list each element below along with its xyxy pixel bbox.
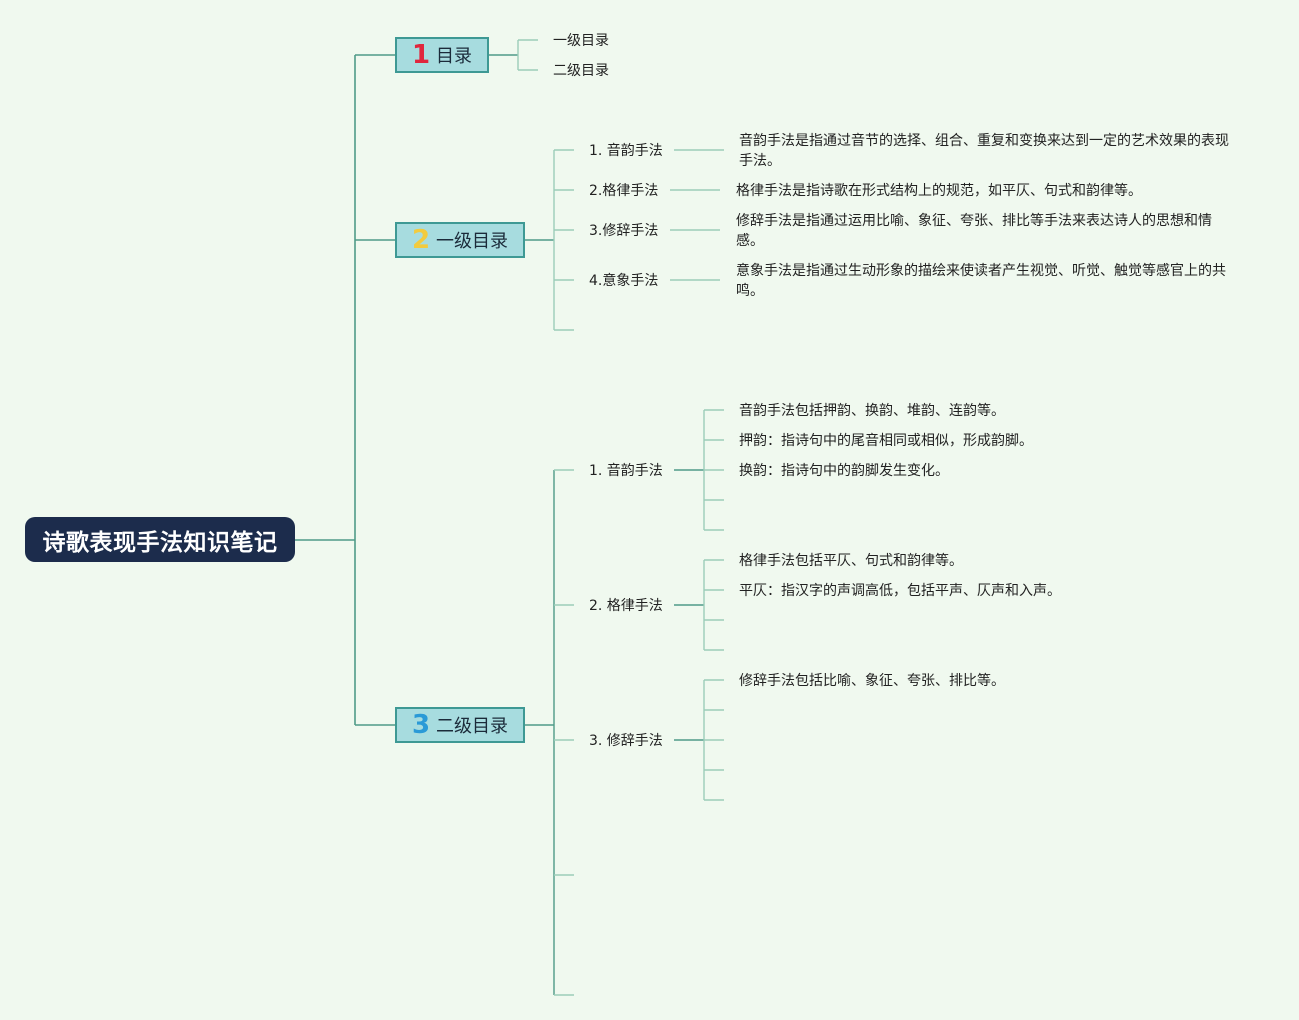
branch-3-topic-2[interactable]: 2. 格律手法 <box>589 598 663 614</box>
branch-3-connector <box>524 409 724 996</box>
branch-2-topic-3[interactable]: 3.修辞手法 <box>589 223 659 239</box>
branch-3-node[interactable]: 3 二级目录 <box>395 707 525 743</box>
branch-2-connector <box>524 149 724 331</box>
branch-2-node[interactable]: 2 一级目录 <box>395 222 525 258</box>
branch-2-topic-2-description: 格律手法是指诗歌在形式结构上的规范，如平仄、句式和韵律等。 <box>736 183 1142 199</box>
branch-3-topic-2-point-1: 格律手法包括平仄、句式和韵律等。 <box>739 553 963 569</box>
root-title: 诗歌表现手法知识笔记 <box>42 529 278 556</box>
branch-1-number-badge: 1 <box>411 40 431 70</box>
branch-2-topic-4-description: 意象手法是指通过生动形象的描绘来使读者产生视觉、听觉、触觉等感官上的共鸣。 <box>736 263 1226 299</box>
branch-3-label: 二级目录 <box>436 716 509 737</box>
branch-1-item-1[interactable]: 一级目录 <box>553 33 609 49</box>
branch-1-connector <box>488 39 538 71</box>
branch-2-topic-3-description: 修辞手法是指通过运用比喻、象征、夸张、排比等手法来表达诗人的思想和情感。 <box>736 213 1212 249</box>
branch-3-topic-1-point-3: 换韵：指诗句中的韵脚发生变化。 <box>739 463 949 479</box>
branch-1-item-2[interactable]: 二级目录 <box>553 63 609 79</box>
root-connector <box>295 54 395 726</box>
root-node[interactable]: 诗歌表现手法知识笔记 <box>25 517 295 562</box>
branch-2-topic-1[interactable]: 1. 音韵手法 <box>589 143 663 159</box>
branch-2-topic-4[interactable]: 4.意象手法 <box>589 273 659 289</box>
branch-3-topic-1[interactable]: 1. 音韵手法 <box>589 463 663 479</box>
branch-2-topic-1-description: 音韵手法是指通过音节的选择、组合、重复和变换来达到一定的艺术效果的表现手法。 <box>739 133 1229 169</box>
branch-3-topic-3[interactable]: 3. 修辞手法 <box>589 733 663 749</box>
branch-2-topic-2[interactable]: 2.格律手法 <box>589 183 659 199</box>
branch-2-number-badge: 2 <box>411 225 431 255</box>
branch-3-topic-3-point-1: 修辞手法包括比喻、象征、夸张、排比等。 <box>739 673 1005 689</box>
branch-3-number-badge: 3 <box>411 710 431 740</box>
branch-1-label: 目录 <box>436 46 473 67</box>
branch-3-topic-1-point-2: 押韵：指诗句中的尾音相同或相似，形成韵脚。 <box>739 433 1033 449</box>
branch-2-label: 一级目录 <box>436 231 509 252</box>
branch-3-topic-1-point-1: 音韵手法包括押韵、换韵、堆韵、连韵等。 <box>739 403 1005 419</box>
branch-3-topic-2-point-2: 平仄：指汉字的声调高低，包括平声、仄声和入声。 <box>739 583 1061 599</box>
branch-1-node[interactable]: 1 目录 <box>395 37 489 73</box>
